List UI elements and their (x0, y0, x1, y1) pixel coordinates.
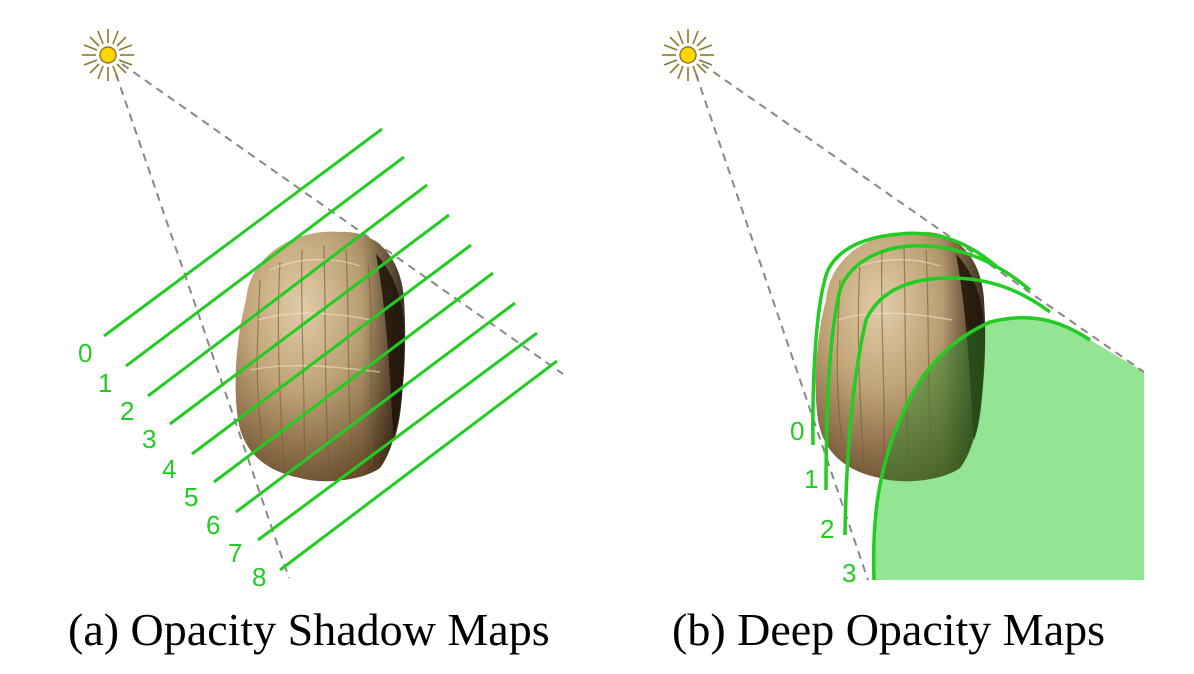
layer-line (213, 271, 494, 484)
layer-line (191, 243, 472, 456)
light-frustum-b (695, 63, 1145, 581)
layer-curve (843, 276, 1052, 536)
layer-label: 3 (842, 558, 856, 588)
layer-label: 3 (142, 424, 156, 454)
sun-icon (82, 29, 134, 81)
layer-label: 8 (252, 562, 266, 592)
layer-label: 4 (162, 454, 176, 484)
layer-label: 1 (804, 464, 818, 494)
layer-line (125, 155, 405, 368)
layer-label: 0 (78, 338, 92, 368)
caption-b: (b) Deep Opacity Maps (672, 604, 1105, 655)
layer-label: 2 (820, 514, 834, 544)
opacity-layers-a (103, 127, 558, 572)
layer-label: 0 (790, 416, 804, 446)
panel-a-opacity-shadow-maps: 0 1 2 3 4 5 6 7 8 (68, 29, 564, 655)
sun-icon (662, 29, 714, 81)
layer-line (279, 359, 558, 572)
layer-label: 5 (184, 482, 198, 512)
layer-curve (811, 231, 998, 446)
caption-a: (a) Opacity Shadow Maps (68, 604, 550, 655)
layer-curve (871, 315, 1091, 581)
layer-line (103, 127, 383, 338)
layer-line (235, 301, 516, 514)
opacity-layers-b (811, 231, 1091, 581)
layer-curve (824, 244, 1032, 491)
layer-line (257, 331, 538, 542)
hair-volume-icon (815, 231, 986, 482)
layer-label: 1 (98, 368, 112, 398)
layer-label: 6 (206, 510, 220, 540)
layer-line (169, 213, 450, 426)
layer-label: 7 (228, 538, 242, 568)
panel-b-deep-opacity-maps: 0 1 2 3 (662, 29, 1145, 655)
layer-label: 2 (120, 396, 134, 426)
layer-line (147, 183, 428, 398)
